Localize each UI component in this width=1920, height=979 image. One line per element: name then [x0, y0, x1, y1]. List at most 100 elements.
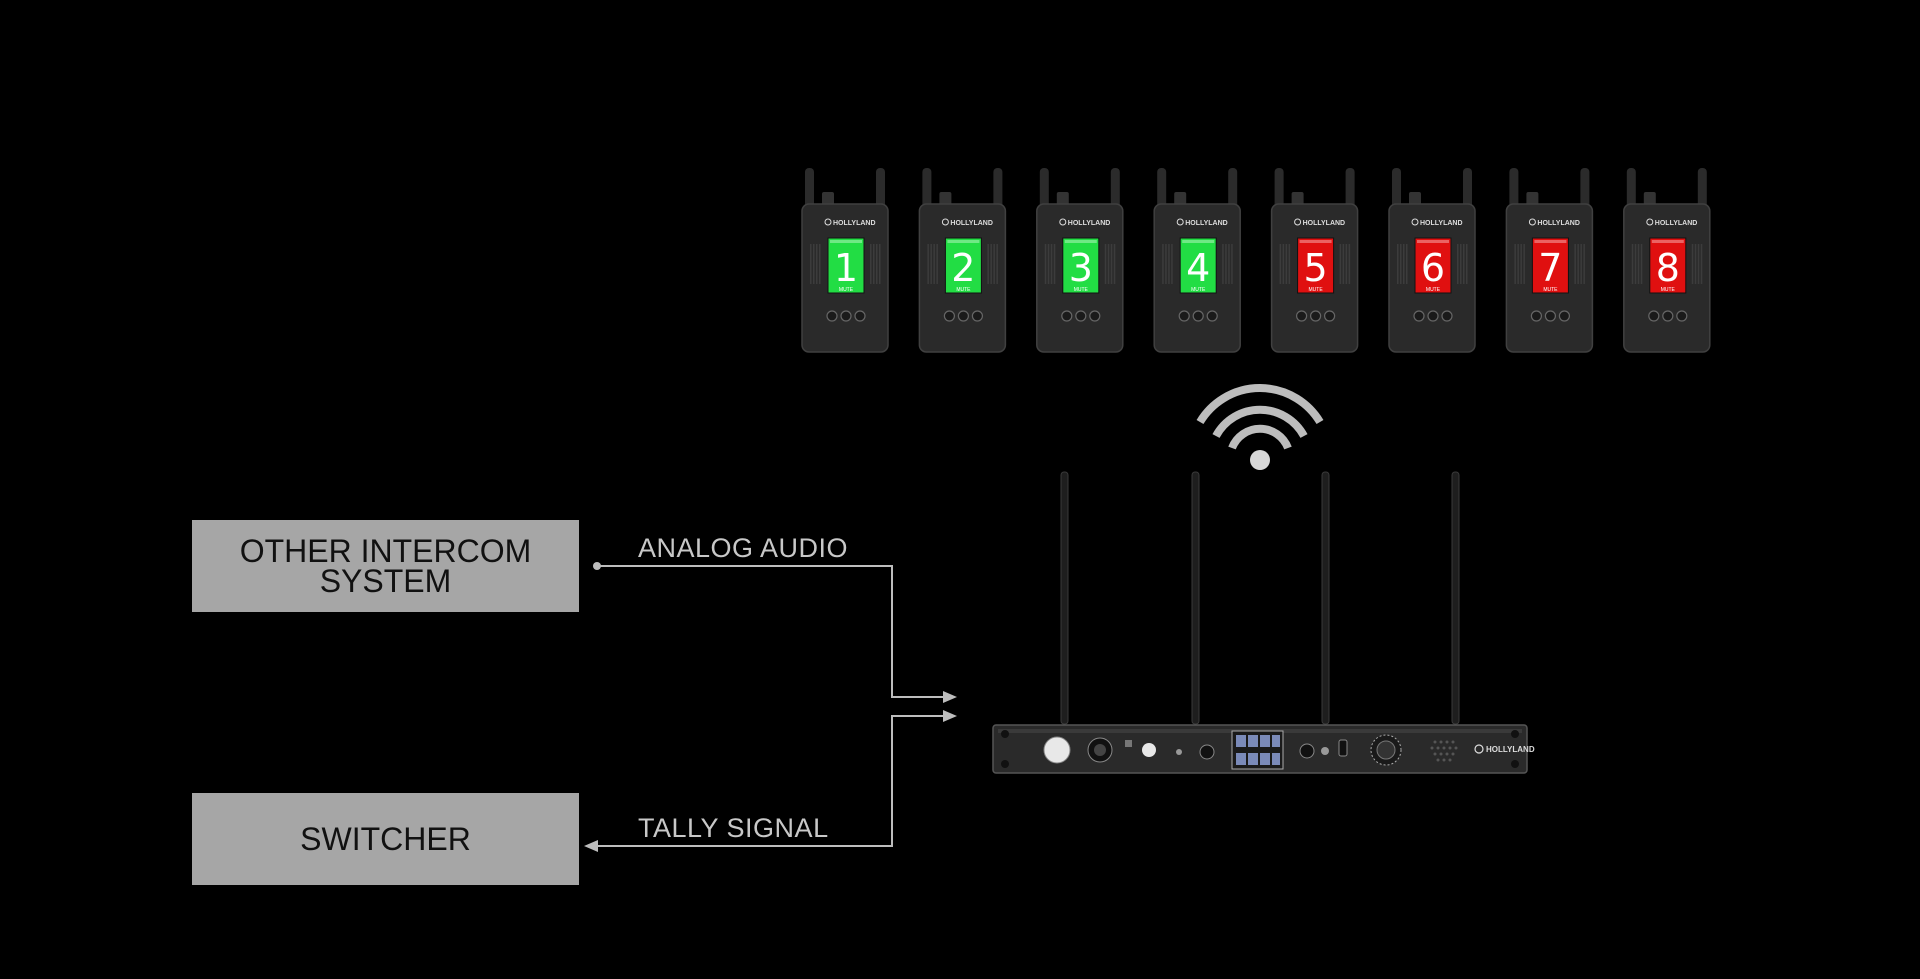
beltpack-button-icon	[1413, 310, 1425, 322]
beltpack-button-icon	[1544, 310, 1557, 322]
beltpack-button-icon	[1192, 310, 1204, 322]
arrow-right-icon	[943, 691, 957, 703]
beltpack-brand-text: HOLLYLAND	[1303, 220, 1346, 227]
beltpack-button-icon	[826, 310, 838, 322]
beltpack-button-icon	[1427, 310, 1439, 322]
antenna-icon	[1451, 471, 1460, 725]
beltpack-button-icon	[1295, 310, 1308, 322]
beltpack-antenna-icon	[1392, 168, 1401, 208]
beltpack-screen	[1179, 237, 1217, 294]
beltpack-brand-text: HOLLYLAND	[833, 220, 876, 227]
intercom-system-box: OTHER INTERCOM SYSTEM	[192, 520, 579, 612]
beltpack-number: 1	[834, 246, 858, 290]
beltpack-brand-text: HOLLYLAND	[1185, 220, 1228, 227]
beltpack-antenna-icon	[876, 168, 885, 208]
beltpack-screen	[1531, 237, 1569, 294]
audio-source-dot	[593, 562, 601, 570]
beltpack-button-icon	[1178, 310, 1190, 322]
intercom-label-line2: SYSTEM	[319, 563, 452, 599]
beltpack-button-icon	[1309, 310, 1322, 322]
beltpack-mute-label: MUTE	[956, 287, 971, 293]
speaker-grille-icon	[1430, 740, 1458, 762]
switcher-label: SWITCHER	[300, 821, 471, 857]
beltpack-antenna-icon	[1157, 168, 1167, 208]
beltpack-brand-text: HOLLYLAND	[1537, 220, 1580, 227]
beltpack-button-icon	[1676, 310, 1688, 322]
headset-button-icon	[1142, 743, 1156, 757]
base-brand-text: HOLLYLAND	[1486, 745, 1535, 754]
beltpack-mute-label: MUTE	[1543, 287, 1558, 293]
tally-signal-label: TALLY SIGNAL	[638, 813, 829, 843]
beltpack-screen	[944, 237, 982, 294]
antenna-icon	[1060, 471, 1069, 725]
tally-signal-line	[592, 715, 945, 847]
beltpack-button-icon	[840, 310, 852, 322]
beltpack-number: 8	[1656, 246, 1680, 290]
analog-audio-label: ANALOG AUDIO	[638, 533, 849, 563]
beltpack-antenna-icon	[1228, 168, 1238, 208]
beltpack-button-icon	[943, 310, 956, 322]
beltpack-button-icon	[1061, 310, 1073, 322]
beltpack-brand-text: HOLLYLAND	[1068, 220, 1111, 227]
beltpack-number: 5	[1304, 246, 1328, 290]
beltpack-button-icon	[971, 310, 984, 322]
beltpack-antenna-icon	[1697, 168, 1707, 208]
beltpack-mute-label: MUTE	[1191, 287, 1206, 293]
beltpack-mute-label: MUTE	[1426, 287, 1441, 293]
beltpack-button-icon	[1662, 310, 1674, 322]
beltpack-antenna-icon	[1626, 168, 1636, 208]
beltpack-screen	[1297, 237, 1335, 294]
beltpack-brand-text: HOLLYLAND	[950, 220, 993, 227]
beltpack-button-icon	[1075, 310, 1087, 322]
beltpack-button-icon	[1558, 310, 1571, 322]
switcher-box: SWITCHER	[192, 793, 579, 885]
beltpack-antenna-icon	[1509, 168, 1519, 208]
beltpack-mute-label: MUTE	[1661, 287, 1676, 293]
beltpack-antenna-icon	[1345, 168, 1355, 208]
beltpack-antenna-icon	[993, 168, 1003, 208]
beltpack-number: 4	[1186, 246, 1210, 290]
beltpack-button-icon	[1530, 310, 1543, 322]
arrow-left-icon	[584, 840, 598, 852]
beltpack-number: 6	[1421, 246, 1445, 290]
beltpack-button-icon	[1441, 310, 1453, 322]
antenna-icon	[1191, 471, 1200, 725]
beltpack-button-icon	[1089, 310, 1101, 322]
antenna-icon	[1321, 471, 1330, 725]
beltpack-screen	[1062, 237, 1100, 294]
beltpack-antenna-icon	[1463, 168, 1472, 208]
beltpack-number: 7	[1538, 246, 1562, 290]
beltpack-screen	[1649, 237, 1687, 294]
analog-audio-line	[597, 565, 945, 698]
beltpack-antenna-icon	[1580, 168, 1590, 208]
beltpack-antenna-icon	[1110, 168, 1120, 208]
power-button-icon	[1043, 736, 1071, 764]
beltpack-antenna-icon	[922, 168, 932, 208]
beltpack-button-icon	[1648, 310, 1660, 322]
beltpack-number: 2	[951, 246, 975, 290]
beltpack-antenna-icon	[1274, 168, 1284, 208]
beltpack-mute-label: MUTE	[839, 287, 854, 293]
beltpack-button-icon	[1206, 310, 1218, 322]
arrow-right-icon	[943, 710, 957, 722]
beltpack-antenna-icon	[1039, 168, 1049, 208]
beltpack-number: 3	[1069, 246, 1093, 290]
beltpack-mute-label: MUTE	[1309, 287, 1324, 293]
beltpack-antenna-icon	[805, 168, 814, 208]
beltpack-screen	[827, 237, 865, 294]
beltpack-button-icon	[1323, 310, 1336, 322]
beltpack-brand-text: HOLLYLAND	[1655, 220, 1698, 227]
beltpack-button-icon	[957, 310, 970, 322]
